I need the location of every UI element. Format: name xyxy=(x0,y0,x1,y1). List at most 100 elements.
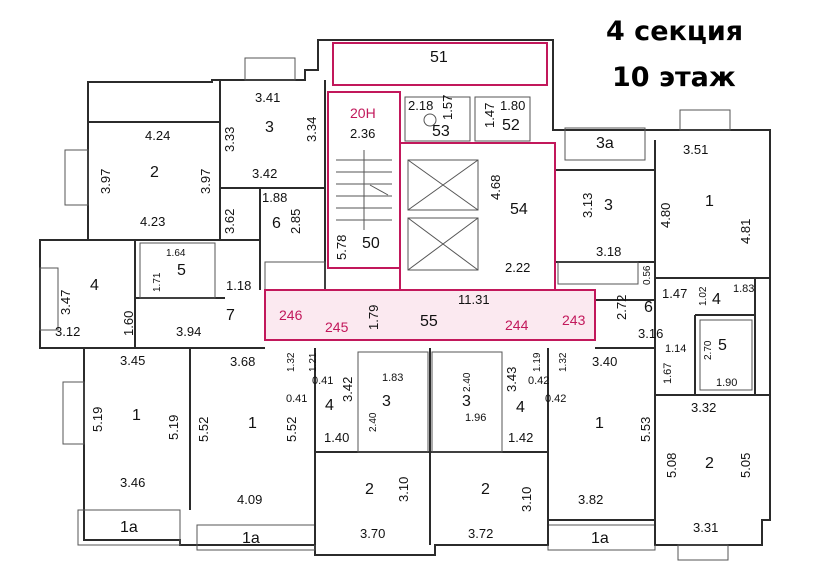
label-270: 2.70 xyxy=(703,340,714,360)
label-042b: 0.42 xyxy=(545,393,566,405)
label-3a: 3а xyxy=(596,135,614,152)
label-167: 1.67 xyxy=(662,363,674,384)
label-3-right: 3 xyxy=(604,197,613,214)
label-468: 4.68 xyxy=(488,175,503,200)
corridor-55 xyxy=(264,289,596,341)
stair-flights xyxy=(336,150,392,230)
room-3a xyxy=(564,127,646,161)
label-1-left: 1 xyxy=(132,407,141,424)
label-147b: 1.47 xyxy=(662,286,687,301)
label-508: 5.08 xyxy=(664,453,679,478)
label-190: 1.90 xyxy=(716,377,737,389)
balcony-left-3 xyxy=(62,381,85,445)
label-164: 1.64 xyxy=(166,248,186,259)
label-334: 3.34 xyxy=(304,117,319,142)
balcony-top-left xyxy=(244,57,296,81)
label-4-right: 4 xyxy=(712,291,721,308)
label-318: 3.18 xyxy=(596,244,621,259)
label-1131: 11.31 xyxy=(458,292,490,307)
balcony-top-right xyxy=(679,109,731,131)
label-397b: 3.97 xyxy=(198,169,213,194)
label-222: 2.22 xyxy=(505,260,530,275)
label-244: 244 xyxy=(505,317,529,333)
label-343: 3.43 xyxy=(504,367,519,392)
label-342: 3.42 xyxy=(252,166,277,181)
label-272: 2.72 xyxy=(614,295,629,320)
label-310a: 3.10 xyxy=(396,477,411,502)
label-312: 3.12 xyxy=(55,324,80,339)
label-2-m1: 2 xyxy=(365,481,374,498)
label-132a: 1.32 xyxy=(286,352,297,372)
label-552a: 5.52 xyxy=(196,417,211,442)
label-347: 3.47 xyxy=(58,290,73,315)
label-1a-right: 1а xyxy=(591,530,609,547)
label-236: 2.36 xyxy=(350,126,375,141)
label-372: 3.72 xyxy=(468,526,493,541)
label-7: 7 xyxy=(226,307,235,324)
room-51 xyxy=(332,42,548,86)
label-171: 1.71 xyxy=(152,272,163,292)
label-285: 2.85 xyxy=(288,209,303,234)
labels: 51 20Н 2.36 2.18 1.57 53 1.47 1.80 52 50… xyxy=(55,49,754,547)
label-52: 52 xyxy=(502,117,520,134)
balcony-left-2 xyxy=(39,267,59,331)
label-157: 1.57 xyxy=(440,95,455,120)
label-132b: 1.32 xyxy=(558,352,569,372)
label-394: 3.94 xyxy=(176,324,201,339)
label-147a: 1.47 xyxy=(482,103,497,128)
label-2-right: 2 xyxy=(705,455,714,472)
label-505: 5.05 xyxy=(738,453,753,478)
balcony-bottom-right xyxy=(677,544,729,561)
label-2-left: 2 xyxy=(150,164,159,181)
label-119: 1.19 xyxy=(532,352,543,372)
label-180: 1.80 xyxy=(500,98,525,113)
label-3-top: 3 xyxy=(265,119,274,136)
label-340: 3.40 xyxy=(592,354,617,369)
section-label: 4 секция xyxy=(606,16,744,47)
label-519b: 5.19 xyxy=(166,415,181,440)
label-341: 3.41 xyxy=(255,90,280,105)
label-102: 1.02 xyxy=(698,286,709,306)
label-362: 3.62 xyxy=(222,209,237,234)
label-196: 1.96 xyxy=(465,412,486,424)
label-246: 246 xyxy=(279,307,303,323)
label-333: 3.33 xyxy=(222,127,237,152)
label-3-mid2: 3 xyxy=(462,393,471,410)
label-183b: 1.83 xyxy=(733,283,754,295)
label-2-m2: 2 xyxy=(481,481,490,498)
label-118: 1.18 xyxy=(226,278,251,293)
label-345: 3.45 xyxy=(120,353,145,368)
label-332: 3.32 xyxy=(691,400,716,415)
label-351: 3.51 xyxy=(683,142,708,157)
label-4-mid: 4 xyxy=(325,397,334,414)
label-424: 4.24 xyxy=(145,128,170,143)
label-140: 1.40 xyxy=(324,430,349,445)
label-481: 4.81 xyxy=(738,219,753,244)
room-53 xyxy=(404,96,471,142)
label-245: 245 xyxy=(325,319,349,335)
label-240b: 2.40 xyxy=(462,372,473,392)
label-5-left: 5 xyxy=(177,262,186,279)
label-6-right: 6 xyxy=(644,299,653,316)
label-370: 3.70 xyxy=(360,526,385,541)
label-5-right: 5 xyxy=(718,337,727,354)
label-552b: 5.52 xyxy=(284,417,299,442)
interior-walls xyxy=(84,80,770,545)
label-3-mid: 3 xyxy=(382,393,391,410)
label-53: 53 xyxy=(432,123,450,140)
label-342b: 3.42 xyxy=(340,377,355,402)
label-1a-left: 1а xyxy=(120,519,138,536)
core xyxy=(264,42,596,341)
label-331: 3.31 xyxy=(693,520,718,535)
label-183: 1.83 xyxy=(382,372,403,384)
label-4-left: 4 xyxy=(90,277,99,294)
label-316: 3.16 xyxy=(638,326,663,341)
label-1-mid: 1 xyxy=(248,415,257,432)
label-54: 54 xyxy=(510,201,528,218)
label-423: 4.23 xyxy=(140,214,165,229)
label-346: 3.46 xyxy=(120,475,145,490)
label-6-left: 6 xyxy=(272,215,281,232)
label-55: 55 xyxy=(420,313,438,330)
label-578: 5.78 xyxy=(334,235,349,260)
